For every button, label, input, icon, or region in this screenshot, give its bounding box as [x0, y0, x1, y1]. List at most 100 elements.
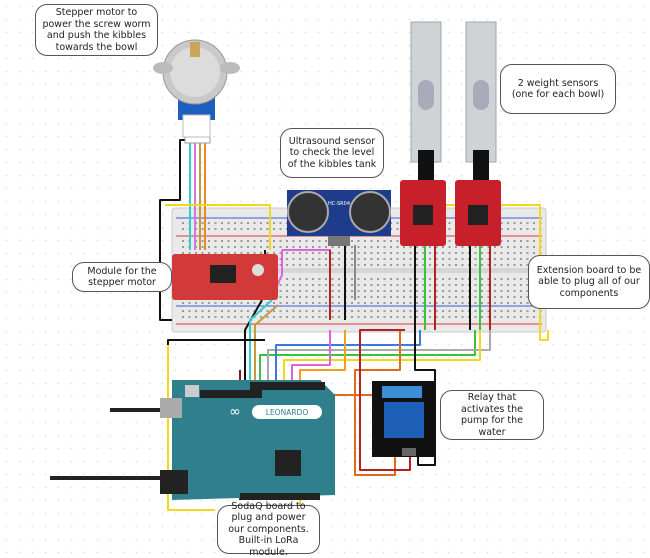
- breadboard-hole: [461, 258, 464, 260]
- breadboard-hole: [260, 228, 262, 230]
- breadboard-hole: [279, 228, 282, 230]
- breadboard-hole: [409, 296, 412, 298]
- breadboard-hole: [507, 252, 509, 254]
- breadboard-hole: [533, 228, 535, 230]
- breadboard-hole: [526, 284, 529, 286]
- breadboard-hole: [416, 246, 418, 248]
- breadboard-hole: [500, 284, 503, 286]
- breadboard-hole: [435, 302, 438, 304]
- breadboard-hole: [214, 302, 217, 304]
- breadboard-hole: [448, 284, 451, 286]
- breadboard-hole: [201, 302, 204, 304]
- breadboard-hole: [182, 240, 184, 242]
- breadboard-hole: [435, 296, 438, 298]
- breadboard-hole: [273, 240, 275, 242]
- breadboard-hole: [455, 264, 457, 266]
- breadboard-hole: [318, 240, 321, 242]
- breadboard-hole: [396, 252, 399, 254]
- breadboard-hole: [513, 310, 516, 312]
- breadboard-hole: [286, 264, 288, 266]
- breadboard-hole: [442, 316, 444, 318]
- breadboard-hole: [520, 222, 522, 224]
- breadboard-hole: [357, 310, 360, 312]
- breadboard-hole: [481, 252, 483, 254]
- breadboard-hole: [507, 278, 509, 280]
- breadboard-hole: [286, 302, 288, 304]
- breadboard-hole: [474, 296, 477, 298]
- breadboard-hole: [396, 278, 399, 280]
- breadboard-hole: [221, 252, 223, 254]
- breadboard-hole: [338, 284, 340, 286]
- breadboard-hole: [305, 252, 308, 254]
- breadboard-hole: [455, 258, 457, 260]
- breadboard-hole: [513, 284, 516, 286]
- breadboard-hole: [377, 302, 379, 304]
- breadboard-hole: [403, 252, 405, 254]
- breadboard-hole: [182, 246, 184, 248]
- breadboard-hole: [474, 316, 477, 318]
- breadboard-hole: [234, 252, 236, 254]
- breadboard-hole: [422, 302, 425, 304]
- breadboard-hole: [305, 246, 308, 248]
- breadboard-hole: [461, 302, 464, 304]
- breadboard-hole: [292, 252, 295, 254]
- breadboard-hole: [409, 264, 412, 266]
- breadboard-hole: [448, 296, 451, 298]
- breadboard-hole: [279, 296, 282, 298]
- breadboard-hole: [513, 252, 516, 254]
- breadboard-hole: [448, 222, 451, 224]
- breadboard-hole: [351, 264, 353, 266]
- breadboard-hole: [481, 310, 483, 312]
- breadboard-hole: [409, 278, 412, 280]
- breadboard-hole: [435, 290, 438, 292]
- breadboard-hole: [461, 290, 464, 292]
- breadboard-hole: [416, 316, 418, 318]
- breadboard-hole: [448, 310, 451, 312]
- breadboard-hole: [533, 240, 535, 242]
- breadboard-hole: [500, 252, 503, 254]
- breadboard-hole: [357, 252, 360, 254]
- breadboard-hole: [487, 284, 490, 286]
- breadboard-hole: [500, 310, 503, 312]
- breadboard-hole: [305, 278, 308, 280]
- breadboard-hole: [520, 310, 522, 312]
- breadboard-hole: [435, 316, 438, 318]
- breadboard-hole: [533, 246, 535, 248]
- breadboard-hole: [325, 296, 327, 298]
- breadboard-hole: [331, 296, 334, 298]
- breadboard-hole: [312, 252, 314, 254]
- breadboard-hole: [520, 264, 522, 266]
- breadboard-hole: [305, 284, 308, 286]
- breadboard-hole: [247, 228, 249, 230]
- breadboard-hole: [188, 302, 191, 304]
- breadboard-hole: [455, 252, 457, 254]
- breadboard-hole: [351, 258, 353, 260]
- breadboard-hole: [253, 246, 256, 248]
- breadboard-hole: [208, 246, 210, 248]
- breadboard-hole: [416, 252, 418, 254]
- breadboard-hole: [331, 246, 334, 248]
- breadboard-hole: [318, 278, 321, 280]
- breadboard-hole: [208, 240, 210, 242]
- breadboard-hole: [390, 264, 392, 266]
- breadboard-hole: [396, 240, 399, 242]
- breadboard-hole: [318, 246, 321, 248]
- breadboard-hole: [260, 240, 262, 242]
- breadboard-hole: [234, 246, 236, 248]
- breadboard-hole: [481, 246, 483, 248]
- breadboard-hole: [208, 252, 210, 254]
- breadboard-hole: [292, 258, 295, 260]
- breadboard-hole: [487, 316, 490, 318]
- breadboard-hole: [520, 278, 522, 280]
- breadboard-hole: [526, 278, 529, 280]
- breadboard-hole: [520, 228, 522, 230]
- breadboard-hole: [338, 296, 340, 298]
- breadboard-hole: [188, 252, 191, 254]
- breadboard-hole: [481, 284, 483, 286]
- breadboard-hole: [461, 278, 464, 280]
- breadboard-hole: [312, 258, 314, 260]
- breadboard-hole: [318, 264, 321, 266]
- breadboard-hole: [240, 252, 243, 254]
- breadboard-hole: [299, 290, 301, 292]
- ultrasonic-sensor: HC-SR04: [287, 190, 391, 246]
